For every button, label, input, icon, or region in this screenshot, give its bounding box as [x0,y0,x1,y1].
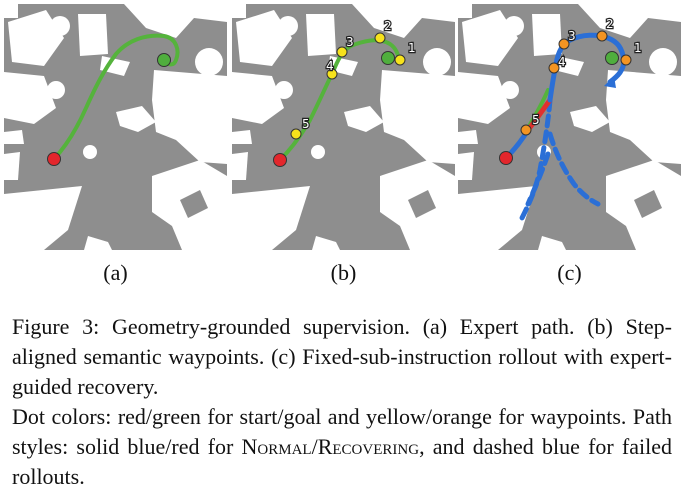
waypoint-label: 2 [606,17,614,31]
goal-dot [381,51,395,65]
recovering-term: Recovering [317,434,420,459]
arrow-head [604,76,616,88]
panel-a: (a) [4,4,227,285]
caption-slash: / [311,434,318,459]
failed-rollout-path [547,131,601,207]
waypoint-dot [620,54,632,66]
waypoint-label: 4 [326,59,334,73]
start-dot [47,152,61,166]
waypoint-label: 5 [302,117,310,131]
waypoint-dot [548,62,560,74]
floorplan [4,4,227,250]
panel-c: 1 2 3 4 5 (c) [458,4,681,285]
figure-caption: Figure 3: Geometry-grounded supervision.… [12,312,672,492]
waypoint-label: 5 [532,113,540,127]
panel-label: (a) [103,260,128,285]
panel-label: (b) [330,260,357,285]
start-dot [499,151,513,165]
waypoint-label: 3 [568,29,576,43]
failed-rollout-path [525,151,551,207]
caption-body: (a) Expert path. (b) Step-aligned semant… [12,314,673,399]
caption-line2-pre: Dot colors: red/green for start/goal and… [12,404,672,459]
waypoint-dot [558,38,570,50]
waypoint-label: 4 [558,55,566,69]
panel-b: 1 2 3 4 5 (b) [232,4,455,285]
caption-line2-post: , and dashed blue for failed rollouts. [12,434,672,489]
waypoint-label: 1 [634,41,642,55]
waypoint-dot [336,46,348,58]
waypoint-dot [596,30,608,42]
map-a [4,4,227,250]
goal-dot [605,51,619,65]
floorplan [232,4,455,250]
caption-title: Geometry-grounded supervision. [111,314,410,339]
waypoint-label: 3 [346,35,354,49]
waypoint-dot [374,32,386,44]
goal-dot [157,53,171,67]
caption-paragraph-1: Figure 3: Geometry-grounded supervision.… [12,312,672,402]
waypoint-label: 1 [408,41,416,55]
figure-label: Figure 3: [12,314,100,339]
map-c: 1 2 3 4 5 [458,4,681,250]
floorplan [458,4,681,250]
waypoint-dot [326,68,338,80]
expert-path [52,33,180,161]
start-dot [273,153,287,167]
waypoint-label: 2 [384,19,392,33]
caption-paragraph-2: Dot colors: red/green for start/goal and… [12,402,672,492]
panel-label: (c) [557,260,582,285]
normal-term: Normal [241,434,312,459]
waypoint-dot [290,128,302,140]
map-b: 1 2 3 4 5 [232,4,455,250]
waypoint-dot [394,54,406,66]
waypoint-dot [520,124,532,136]
